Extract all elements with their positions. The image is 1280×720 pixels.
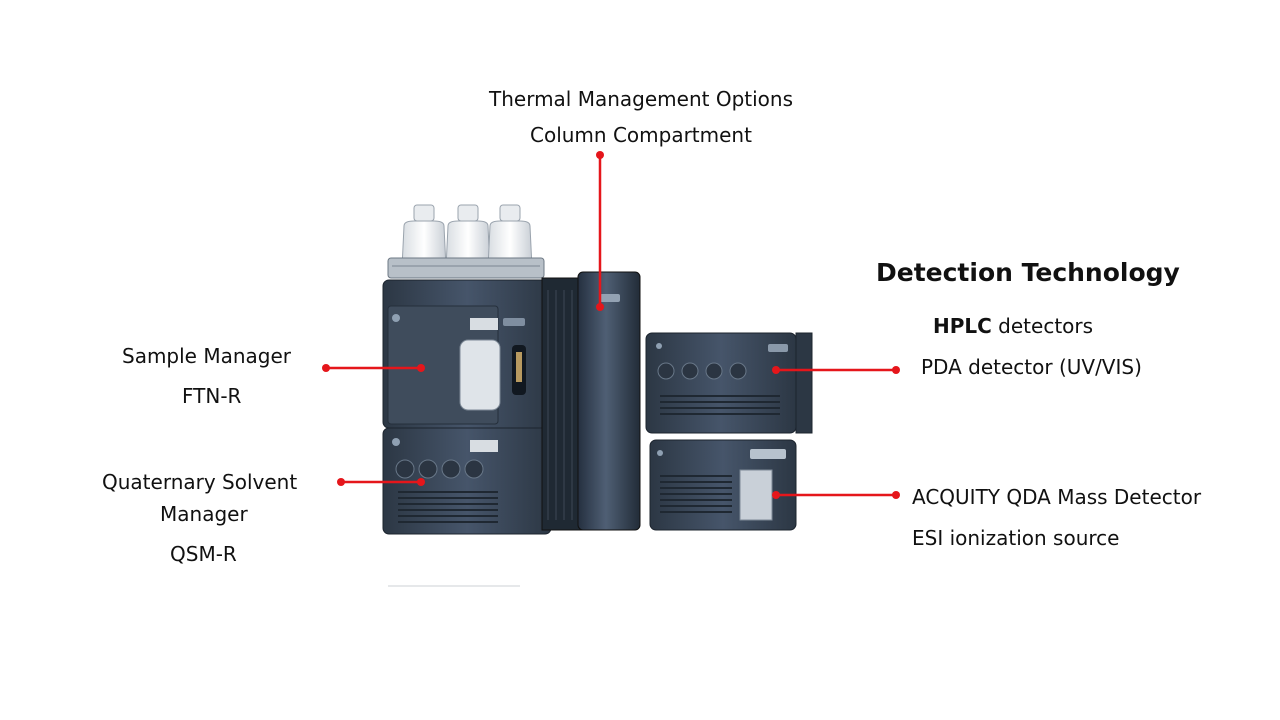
solvent-bottles	[387, 204, 545, 279]
callout-column-compartment	[596, 151, 604, 311]
callout-qda-detector	[772, 491, 900, 499]
qda-mass-detector-module	[649, 439, 797, 531]
callout-sample-manager	[322, 364, 425, 372]
callout-pda-detector	[772, 366, 900, 374]
hplc-bold-text: HPLC	[933, 314, 992, 338]
ftn-r-label: FTN-R	[182, 384, 242, 408]
sample-manager-label: Sample Manager	[122, 344, 292, 368]
quaternary-solvent-label: Quaternary Solvent	[102, 470, 298, 494]
hplc-rest-text: detectors	[991, 314, 1094, 338]
detection-technology-heading: Detection Technology	[876, 258, 1180, 287]
pda-detector-label: PDA detector (UV/VIS)	[921, 355, 1142, 379]
manager-label: Manager	[160, 502, 248, 526]
callout-solvent-manager	[337, 478, 425, 486]
qsm-r-label: QSM-R	[170, 542, 237, 566]
pda-detector-module	[645, 332, 813, 434]
sample-manager-module	[382, 279, 552, 429]
esi-source-label: ESI ionization source	[912, 526, 1120, 550]
column-compartment-module	[541, 271, 641, 531]
column-compartment-label: Column Compartment	[530, 123, 752, 147]
qda-detector-label: ACQUITY QDA Mass Detector	[912, 485, 1202, 509]
hplc-detectors-label: HPLC detectors	[933, 316, 1093, 336]
thermal-management-label: Thermal Management Options	[489, 87, 793, 111]
